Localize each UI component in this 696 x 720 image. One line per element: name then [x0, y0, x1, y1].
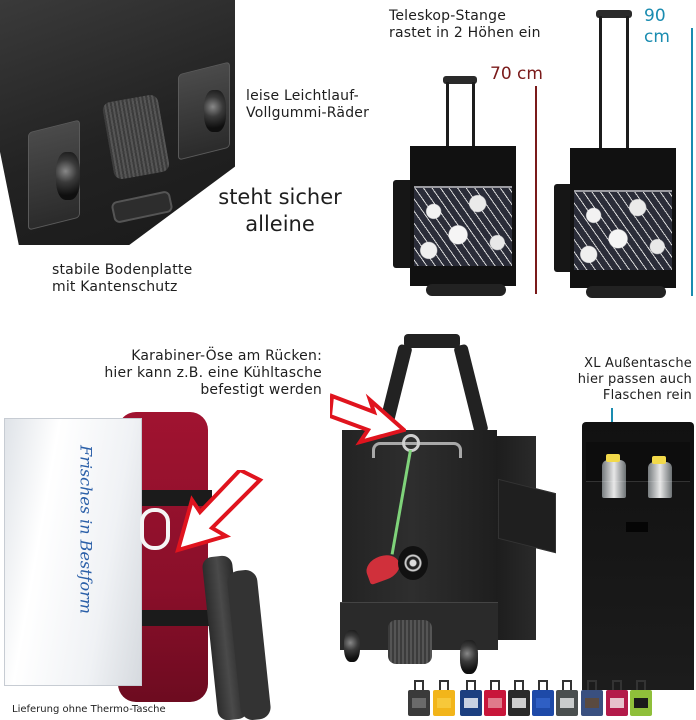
bottle [602, 460, 626, 498]
telescope-rod [599, 16, 602, 156]
height-90-label: 90 cm [644, 6, 670, 47]
wheel-right-icon [204, 90, 226, 132]
carabiner-ring [140, 508, 170, 550]
telescope-panel: Teleskop-Stange rastet in 2 Höhen ein 70… [360, 0, 696, 310]
telescope-label: Teleskop-Stange rastet in 2 Höhen ein [389, 8, 541, 42]
carabiner-label: Karabiner-Öse am Rücken: hier kann z.B. … [104, 348, 322, 399]
color-variant-black-grey[interactable] [408, 680, 430, 716]
thermo-bag-script: Frisches in Bestform [76, 445, 96, 614]
color-variant-black-pattern[interactable] [508, 680, 530, 716]
thermo-bag-image [4, 418, 142, 686]
color-variants [400, 680, 696, 720]
color-variant-berry-pink[interactable] [606, 680, 628, 716]
carry-handle [404, 334, 460, 348]
telescope-rod [472, 82, 475, 148]
outer-pocket-label: XL Außentasche hier passen auch Flaschen… [577, 356, 692, 403]
main-trolley-panel [330, 330, 570, 690]
side-pocket [393, 180, 415, 268]
wheel-right-icon [460, 640, 478, 674]
telescope-rod [626, 16, 629, 156]
wheels-label: leise Leichtlauf- Vollgummi-Räder [246, 88, 370, 122]
telescope-handle [443, 76, 477, 84]
color-variant-blue[interactable] [532, 680, 554, 716]
floral-panel [574, 190, 672, 270]
floral-panel [414, 186, 512, 266]
stands-alone-label: steht sicher alleine [218, 185, 342, 237]
footnote-no-thermo: Lieferung ohne Thermo-Tasche [12, 704, 166, 715]
color-variant-yellow[interactable] [433, 680, 455, 716]
height-70-label: 70 cm [490, 64, 543, 84]
bottle [648, 462, 672, 498]
color-variant-navy-pattern[interactable] [460, 680, 482, 716]
velcro-patch [626, 522, 648, 532]
base-panel: leise Leichtlauf- Vollgummi-Räder steht … [0, 0, 369, 310]
wheels [426, 284, 506, 296]
color-variant-grey-green[interactable] [556, 680, 578, 716]
color-variant-denim-brown[interactable] [581, 680, 603, 716]
patterned-pouch [398, 546, 428, 580]
wheel-left-icon [344, 630, 360, 662]
carry-strap-right [453, 343, 489, 435]
red-arrow-icon [175, 470, 264, 553]
telescope-handle [596, 10, 632, 18]
trolley-90cm [554, 8, 694, 300]
color-variant-lime-black[interactable] [630, 680, 652, 716]
height-line-70 [535, 86, 537, 294]
base-plate-label: stabile Bodenplatte mit Kantenschutz [52, 262, 193, 296]
trolley-70cm [390, 74, 530, 300]
telescope-rod [446, 82, 449, 148]
strap [136, 610, 212, 626]
bottle-cap [652, 456, 666, 464]
carabiner-panel: Karabiner-Öse am Rücken: hier kann z.B. … [0, 340, 340, 720]
wheels [586, 286, 666, 298]
outer-pocket-panel: XL Außentasche hier passen auch Flaschen… [550, 350, 696, 690]
height-line-90 [691, 28, 693, 296]
skid-pad [388, 620, 432, 664]
red-arrow-icon [330, 393, 406, 446]
wheel-left-icon [56, 152, 80, 200]
bottle-cap [606, 454, 620, 462]
color-variant-red-stripes[interactable] [484, 680, 506, 716]
